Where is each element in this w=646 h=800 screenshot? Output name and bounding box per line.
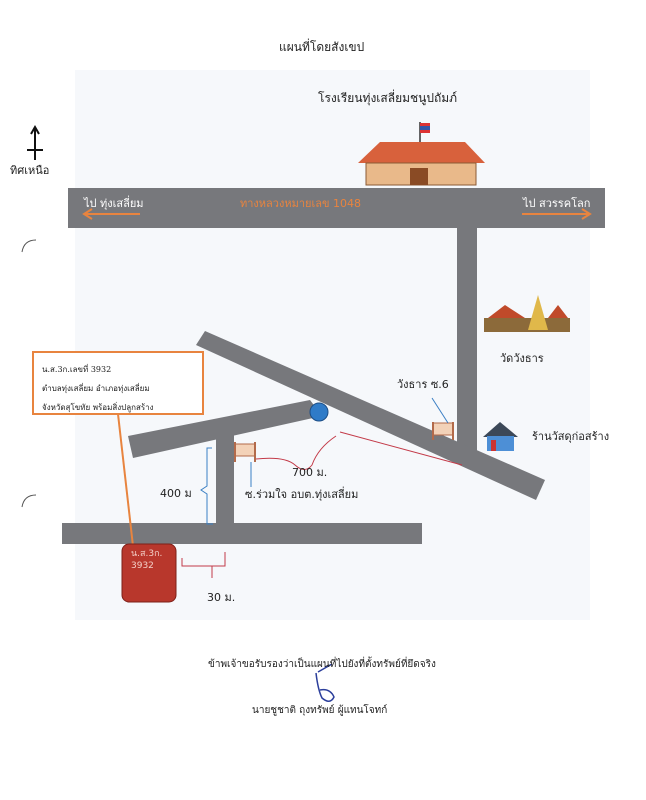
distance-700: 700 ม.: [292, 466, 328, 479]
page-title: แผนที่โดยสังเขป: [279, 40, 365, 54]
info-box: น.ส.3ก.เลขที่ 3932 ตำบลทุ่งเสลี่ยม อำเภอ…: [42, 360, 154, 417]
parcel-line-2: 3932: [131, 561, 154, 571]
certification-text: ข้าพเจ้าขอรับรองว่าเป็นแผนที่ไปยังที่ตั้…: [208, 659, 436, 670]
north-arrow-icon: [27, 124, 43, 160]
info-line-1: น.ส.3ก.เลขที่ 3932: [42, 365, 112, 374]
punch-hole-mark: [21, 239, 37, 253]
school-label: โรงเรียนทุ่งเสลี่ยมชนูปถัมภ์: [318, 91, 458, 105]
store-house-icon: [483, 422, 518, 451]
signer-name: นายชูชาติ ถุงทรัพย์ ผู้แทนโจทก์: [252, 705, 388, 716]
soi6-sign-icon: [432, 422, 454, 440]
soi-ruamjai-label: ซ.ร่วมใจ อบต.ทุ่งเสลี่ยม: [245, 488, 359, 501]
distance-30: 30 ม.: [207, 591, 236, 604]
road-vertical-east: [457, 228, 477, 453]
brace-700: [255, 435, 337, 470]
parcel-label: น.ส.3ก. 3932: [131, 548, 162, 572]
punch-hole-mark: [21, 494, 37, 508]
distance-400: 400 ม: [160, 487, 192, 500]
road-bottom: [62, 523, 422, 544]
parcel-line-1: น.ส.3ก.: [131, 549, 163, 559]
soi6-label: วังธาร ซ.6: [397, 378, 449, 391]
highway-label: ทางหลวงหมายเลข 1048: [240, 197, 361, 210]
parcel-marker: [121, 543, 177, 603]
highway-road: [68, 188, 605, 228]
road-soi-ruamjai: [216, 430, 234, 525]
junction-marker: [309, 402, 329, 422]
north-label: ทิศเหนือ: [10, 164, 50, 177]
info-line-2: ตำบลทุ่งเสลี่ยม อำเภอทุ่งเสลี่ยม: [42, 384, 150, 393]
info-line-3: จังหวัดสุโขทัย พร้อมสิ่งปลูกสร้าง: [42, 403, 154, 412]
arrow-right-icon: [522, 208, 592, 220]
temple-icon: [484, 295, 570, 332]
soi6-pointer-line: [431, 397, 449, 424]
direction-right-label: ไป สวรรคโลก: [523, 197, 591, 210]
info-pointer-line: [117, 413, 135, 556]
brace-400: [200, 447, 213, 525]
info-box-border: [32, 351, 204, 415]
brace-30: [181, 552, 226, 578]
direction-left-label: ไป ทุ่งเสลี่ยม: [84, 197, 144, 210]
soi-ruamjai-sign-icon: [234, 442, 256, 462]
distance-line-700: [339, 431, 463, 466]
school-building-icon: [358, 122, 485, 186]
road-diagonal: [196, 331, 545, 500]
temple-label: วัดวังธาร: [500, 352, 544, 365]
store-label: ร้านวัสดุก่อสร้าง: [532, 430, 610, 443]
signature: [315, 663, 335, 702]
arrow-left-icon: [82, 208, 140, 220]
road-west-branch: [128, 400, 322, 458]
